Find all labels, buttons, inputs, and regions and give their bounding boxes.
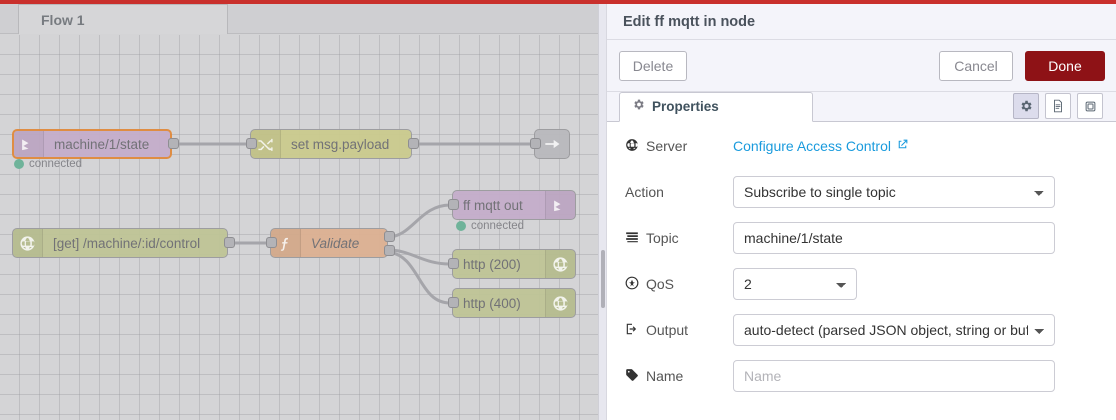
- node-label: machine/1/state: [54, 136, 150, 152]
- panel-title: Edit ff mqtt in node: [607, 4, 1116, 40]
- node-label: ff mqtt out: [463, 197, 523, 213]
- node-status-mqtt-in: connected: [14, 158, 82, 170]
- tab-properties-label: Properties: [652, 99, 719, 114]
- node-label: http (200): [463, 256, 521, 272]
- output-label: Output: [625, 322, 733, 339]
- node-http-in[interactable]: [get] /machine/:id/control: [12, 228, 228, 258]
- edit-node-panel: Edit ff mqtt in node Delete Cancel Done …: [606, 4, 1116, 420]
- panel-tabs-row: Properties: [607, 92, 1116, 122]
- port-out-http-in[interactable]: [224, 237, 235, 248]
- configure-access-control-label: Configure Access Control: [733, 138, 891, 154]
- port-out-function-1[interactable]: [384, 231, 395, 242]
- topic-label: Topic: [625, 230, 733, 247]
- mqtt-icon: [545, 191, 575, 219]
- divider-grip[interactable]: [601, 250, 605, 308]
- done-button[interactable]: Done: [1025, 51, 1105, 81]
- form-row-name: Name: [625, 360, 1055, 392]
- node-http-response-200[interactable]: http (200): [452, 249, 576, 279]
- port-in-link-out[interactable]: [530, 138, 541, 149]
- node-status-mqtt-out: connected: [456, 220, 524, 232]
- panel-tab-buttons: [1013, 93, 1103, 119]
- port-in-change[interactable]: [246, 138, 257, 149]
- globe-icon: [545, 250, 575, 278]
- globe-icon: [625, 138, 639, 155]
- node-label: set msg.payload: [291, 136, 390, 152]
- list-icon: [625, 230, 639, 247]
- node-function-validate[interactable]: Validate: [270, 228, 388, 258]
- qos-select[interactable]: 2: [733, 268, 857, 300]
- sign-out-icon: [625, 322, 639, 339]
- tag-icon: [625, 368, 639, 385]
- flow-canvas[interactable]: machine/1/state connected set msg.payloa…: [0, 35, 598, 420]
- tab-properties[interactable]: Properties: [619, 92, 813, 122]
- globe-icon: [13, 229, 43, 257]
- port-out-change[interactable]: [408, 138, 419, 149]
- qos-label-text: QoS: [646, 276, 675, 292]
- node-mqtt-in[interactable]: machine/1/state: [12, 129, 172, 159]
- server-label: Server: [625, 138, 733, 155]
- node-change[interactable]: set msg.payload: [250, 129, 412, 159]
- panel-button-bar: Delete Cancel Done: [607, 40, 1116, 92]
- node-mqtt-out[interactable]: ff mqtt out: [452, 190, 576, 220]
- qos-icon: [625, 276, 639, 293]
- top-accent-bar: [0, 0, 1116, 4]
- node-http-response-400[interactable]: http (400): [452, 288, 576, 318]
- output-label-text: Output: [646, 322, 689, 338]
- delete-button[interactable]: Delete: [619, 51, 687, 81]
- action-label: Action: [625, 184, 733, 200]
- action-select[interactable]: Subscribe to single topic: [733, 176, 1055, 208]
- action-label-text: Action: [625, 184, 664, 200]
- node-label: http (400): [463, 295, 521, 311]
- name-label-text: Name: [646, 368, 684, 384]
- wire-function-mqttout: [387, 203, 451, 239]
- qos-label: QoS: [625, 276, 733, 293]
- flow-tab-bar: Flow 1: [0, 4, 598, 34]
- flow-tab-flow-1[interactable]: Flow 1: [18, 4, 228, 34]
- form-row-server: Server Configure Access Control: [625, 130, 909, 162]
- description-icon[interactable]: [1045, 93, 1071, 119]
- flow-workspace[interactable]: Flow 1: [0, 4, 598, 420]
- wire-function-http200: [387, 248, 451, 266]
- node-label: [get] /machine/:id/control: [53, 235, 201, 251]
- port-in-http-200[interactable]: [448, 258, 459, 269]
- form-row-action: Action Subscribe to single topic: [625, 176, 1055, 208]
- node-label: Validate: [311, 235, 360, 251]
- gear-icon: [632, 93, 645, 121]
- panel-resize-divider[interactable]: [598, 4, 606, 420]
- name-input[interactable]: [733, 360, 1055, 392]
- form-row-output: Output auto-detect (parsed JSON object, …: [625, 314, 1055, 346]
- output-select[interactable]: auto-detect (parsed JSON object, string …: [733, 314, 1055, 346]
- name-label: Name: [625, 368, 733, 385]
- status-dot-icon: [14, 159, 24, 169]
- gear-icon[interactable]: [1013, 93, 1039, 119]
- external-link-icon: [896, 138, 909, 154]
- form-row-qos: QoS 2: [625, 268, 857, 300]
- status-text: connected: [471, 220, 525, 232]
- port-in-function[interactable]: [266, 237, 277, 248]
- properties-form: Server Configure Access Control Action S…: [607, 122, 1116, 420]
- cancel-button[interactable]: Cancel: [939, 51, 1013, 81]
- form-row-topic: Topic: [625, 222, 1055, 254]
- status-text: connected: [29, 158, 83, 170]
- port-in-mqtt-out[interactable]: [448, 199, 459, 210]
- link-out-icon: [535, 130, 569, 158]
- topic-label-text: Topic: [646, 230, 679, 246]
- wire-function-http400: [387, 250, 451, 305]
- port-in-http-400[interactable]: [448, 297, 459, 308]
- port-out-mqtt-in[interactable]: [168, 138, 179, 149]
- server-label-text: Server: [646, 138, 688, 154]
- topic-input[interactable]: [733, 222, 1055, 254]
- configure-access-control-link[interactable]: Configure Access Control: [733, 138, 909, 154]
- status-dot-icon: [456, 221, 466, 231]
- globe-icon: [545, 289, 575, 317]
- mqtt-icon: [14, 131, 44, 157]
- appearance-icon[interactable]: [1077, 93, 1103, 119]
- port-out-function-2[interactable]: [384, 245, 395, 256]
- flow-tab-label: Flow 1: [41, 12, 85, 28]
